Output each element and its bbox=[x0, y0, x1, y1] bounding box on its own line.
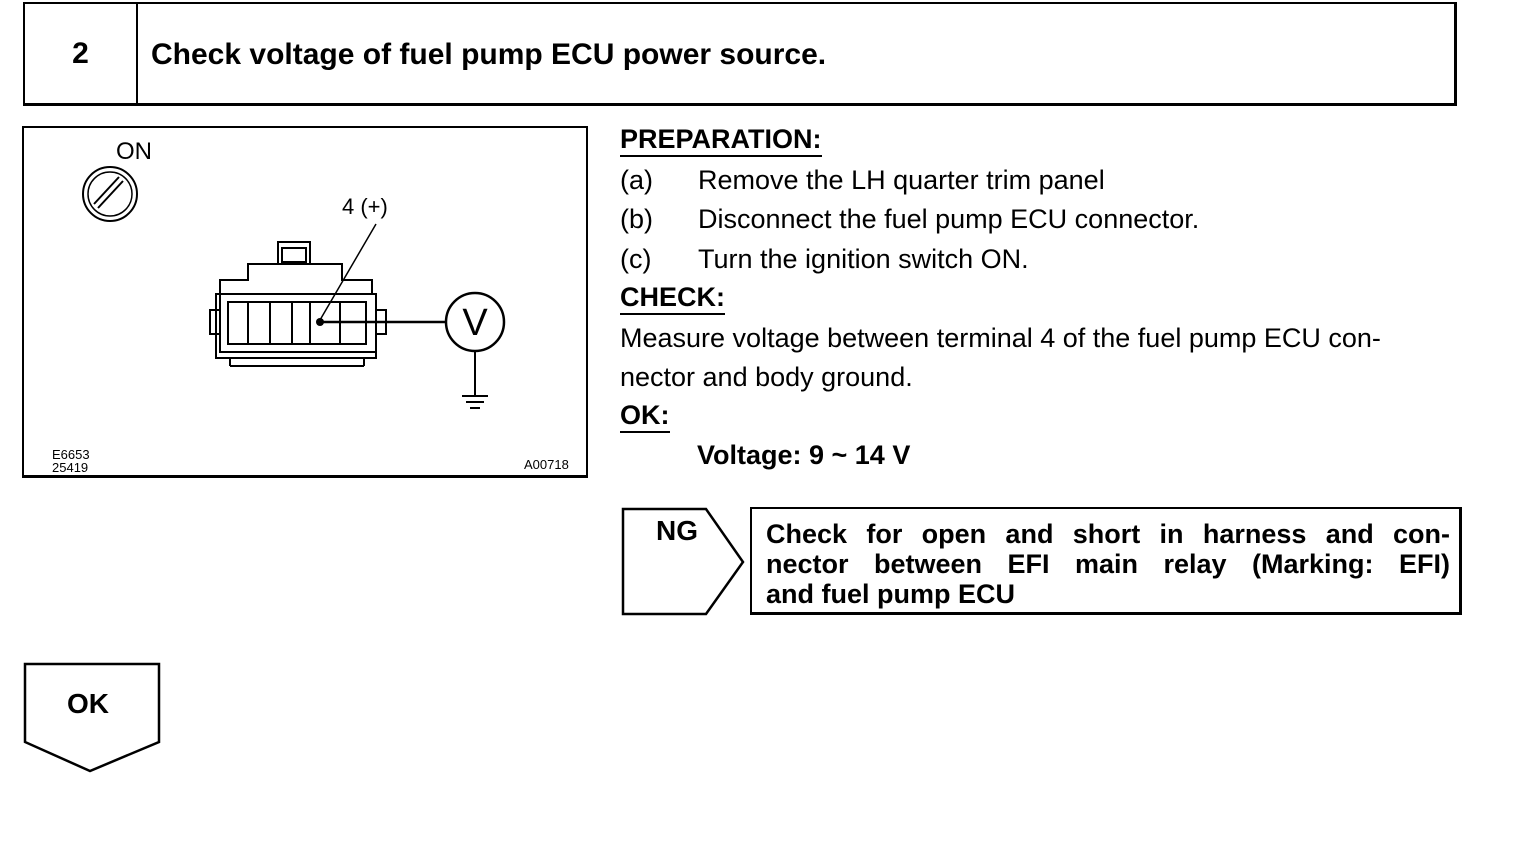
item-text: Remove the LH quarter trim panel bbox=[698, 165, 1105, 195]
ground-icon bbox=[462, 351, 488, 409]
figure-code-3: A00718 bbox=[524, 457, 569, 472]
ng-arrow bbox=[621, 507, 745, 616]
item-label: (c) bbox=[620, 244, 652, 274]
step-number: 2 bbox=[25, 4, 138, 103]
item-label: (a) bbox=[620, 165, 653, 195]
ng-text-line-3: and fuel pump ECU bbox=[766, 579, 1015, 609]
ok-heading: OK: bbox=[620, 400, 670, 433]
voltage-spec: Voltage: 9 ~ 14 V bbox=[697, 440, 911, 470]
item-text: Turn the ignition switch ON. bbox=[698, 244, 1029, 274]
preparation-heading: PREPARATION: bbox=[620, 124, 822, 157]
connector-diagram: V bbox=[82, 166, 506, 409]
figure-code-2: 25419 bbox=[52, 460, 89, 475]
item-label: (b) bbox=[620, 204, 653, 234]
ng-label: NG bbox=[656, 515, 698, 546]
step-header: 2 Check voltage of fuel pump ECU power s… bbox=[23, 2, 1457, 106]
ng-text-line-1: Check for open and short in harness and … bbox=[766, 519, 1450, 549]
terminal-label: 4 (+) bbox=[342, 194, 388, 219]
ng-result-text: Check for open and short in harness and … bbox=[766, 519, 1450, 609]
check-text-1: Measure voltage between terminal 4 of th… bbox=[620, 323, 1381, 353]
step-title: Check voltage of fuel pump ECU power sou… bbox=[151, 38, 827, 71]
ng-text-line-2: nector between EFI main relay (Marking: … bbox=[766, 549, 1450, 579]
voltmeter-icon: V bbox=[444, 291, 506, 353]
item-text: Disconnect the fuel pump ECU connector. bbox=[698, 204, 1200, 234]
figure-code-1: E6653 bbox=[52, 447, 90, 462]
meter-symbol: V bbox=[462, 302, 488, 344]
terminal-leader-line bbox=[319, 223, 377, 321]
check-text-2: nector and body ground. bbox=[620, 362, 913, 392]
wiring-figure: V ON 4 (+) E6653 25419 A00718 bbox=[22, 126, 588, 478]
check-heading: CHECK: bbox=[620, 282, 725, 315]
ignition-switch-icon bbox=[82, 166, 138, 222]
switch-on-label: ON bbox=[116, 138, 152, 165]
ng-result-box: Check for open and short in harness and … bbox=[750, 507, 1462, 615]
ok-arrow bbox=[23, 662, 161, 773]
ok-label: OK bbox=[67, 688, 109, 719]
